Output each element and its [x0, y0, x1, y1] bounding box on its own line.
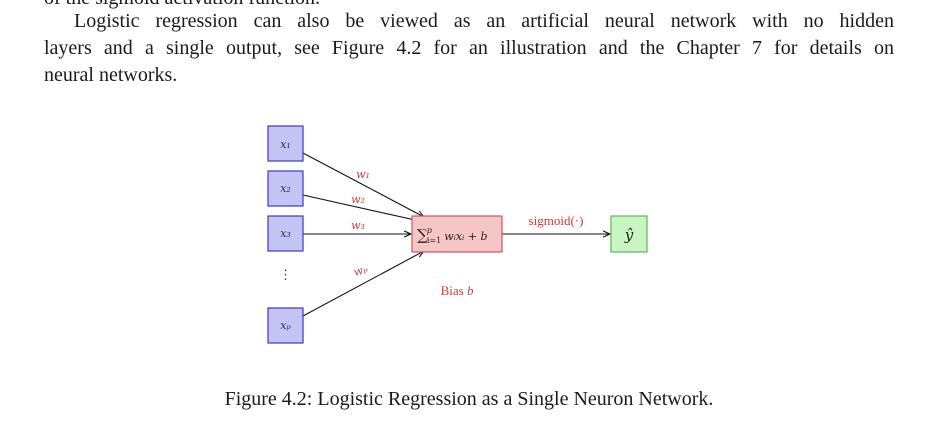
output-label: ŷ	[624, 226, 634, 244]
input-label-xp: xₚ	[280, 319, 291, 332]
weight-label-w3: w₃	[351, 219, 365, 232]
edge-xp	[302, 251, 424, 317]
summation-node	[411, 215, 503, 253]
paragraph-line-2: layers and a single output, see Figure 4…	[44, 37, 894, 59]
input-node-x2	[267, 170, 304, 207]
edge-x1	[302, 152, 424, 217]
sigma-symbol: ∑	[417, 226, 428, 244]
edge-x2	[302, 194, 424, 222]
weight-label-wp: wₚ	[352, 262, 370, 279]
sum-lower-limit: i=1	[427, 236, 441, 245]
bias-label: Bias b	[441, 283, 474, 298]
input-label-x1: x₁	[280, 138, 291, 151]
input-label-x2: x₂	[280, 182, 291, 195]
sum-upper-limit: p	[427, 226, 432, 235]
weight-label-w2: w₂	[351, 193, 365, 206]
vertical-ellipsis: ⋮	[279, 268, 292, 283]
weight-label-w1: w₁	[356, 168, 370, 181]
figure-caption: Figure 4.2: Logistic Regression as a Sin…	[224, 388, 714, 410]
paragraph-line-1: Logistic regression can also be viewed a…	[44, 8, 894, 35]
paragraph-line-3: neural networks.	[44, 64, 178, 86]
body-paragraph: Logistic regression can also be viewed a…	[44, 8, 894, 89]
bias-prefix: Bias	[441, 283, 464, 298]
input-node-x1	[267, 125, 304, 162]
input-node-x3	[267, 215, 304, 252]
paragraph-line-1-text: Logistic regression can also be viewed a…	[74, 10, 894, 32]
activation-label: sigmoid(·)	[529, 213, 584, 228]
input-node-xp	[267, 307, 304, 344]
output-node	[610, 215, 648, 253]
bias-variable: b	[467, 283, 474, 298]
clipped-text-line: of the sigmoid activation function.	[44, 0, 320, 10]
input-label-x3: x₃	[280, 227, 291, 240]
sum-terms: wᵢxᵢ + b	[444, 230, 487, 243]
